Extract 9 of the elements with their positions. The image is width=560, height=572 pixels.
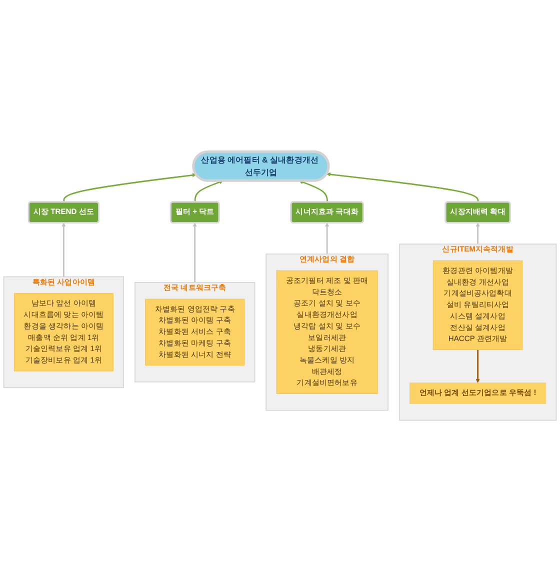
arrow [192,222,197,282]
arrow [476,222,480,244]
arrow [326,172,479,202]
arrow [476,350,480,384]
arrow [299,180,328,202]
arrow [62,222,66,277]
arrow [63,173,196,202]
arrow [324,222,330,254]
arrow [194,180,224,202]
